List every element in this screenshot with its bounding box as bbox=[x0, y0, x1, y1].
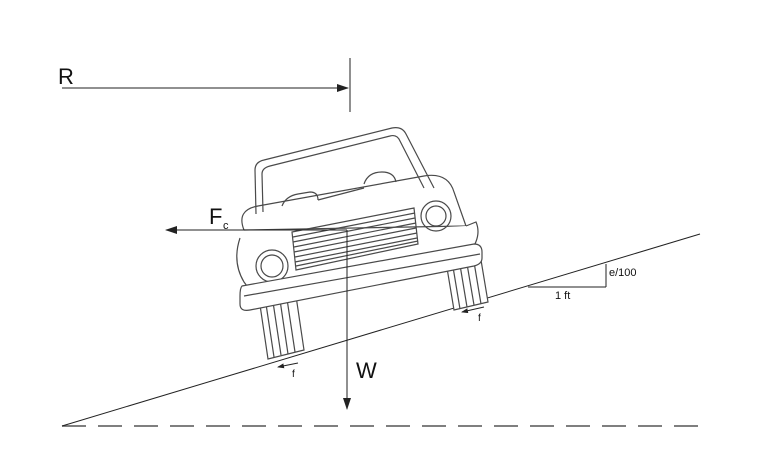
friction-arrow-left bbox=[277, 362, 299, 369]
slope-triangle bbox=[528, 264, 607, 288]
friction-arrow-right bbox=[461, 306, 485, 314]
car-front-view bbox=[236, 127, 489, 360]
radius-dimension bbox=[62, 58, 351, 112]
road-slope-line bbox=[61, 233, 701, 427]
centrifugal-force-subscript: c bbox=[223, 220, 229, 232]
car-cabin bbox=[254, 127, 435, 215]
centrifugal-force-label: F bbox=[209, 204, 222, 229]
car-body bbox=[236, 174, 483, 311]
superelevation-rise-label: e/100 bbox=[609, 267, 637, 279]
left-tire bbox=[259, 295, 305, 360]
radius-label: R bbox=[58, 64, 74, 89]
weight-label: W bbox=[356, 358, 377, 383]
friction-left-label: f bbox=[292, 369, 295, 380]
run-label: 1 ft bbox=[555, 290, 570, 302]
friction-right-label: f bbox=[478, 313, 481, 324]
